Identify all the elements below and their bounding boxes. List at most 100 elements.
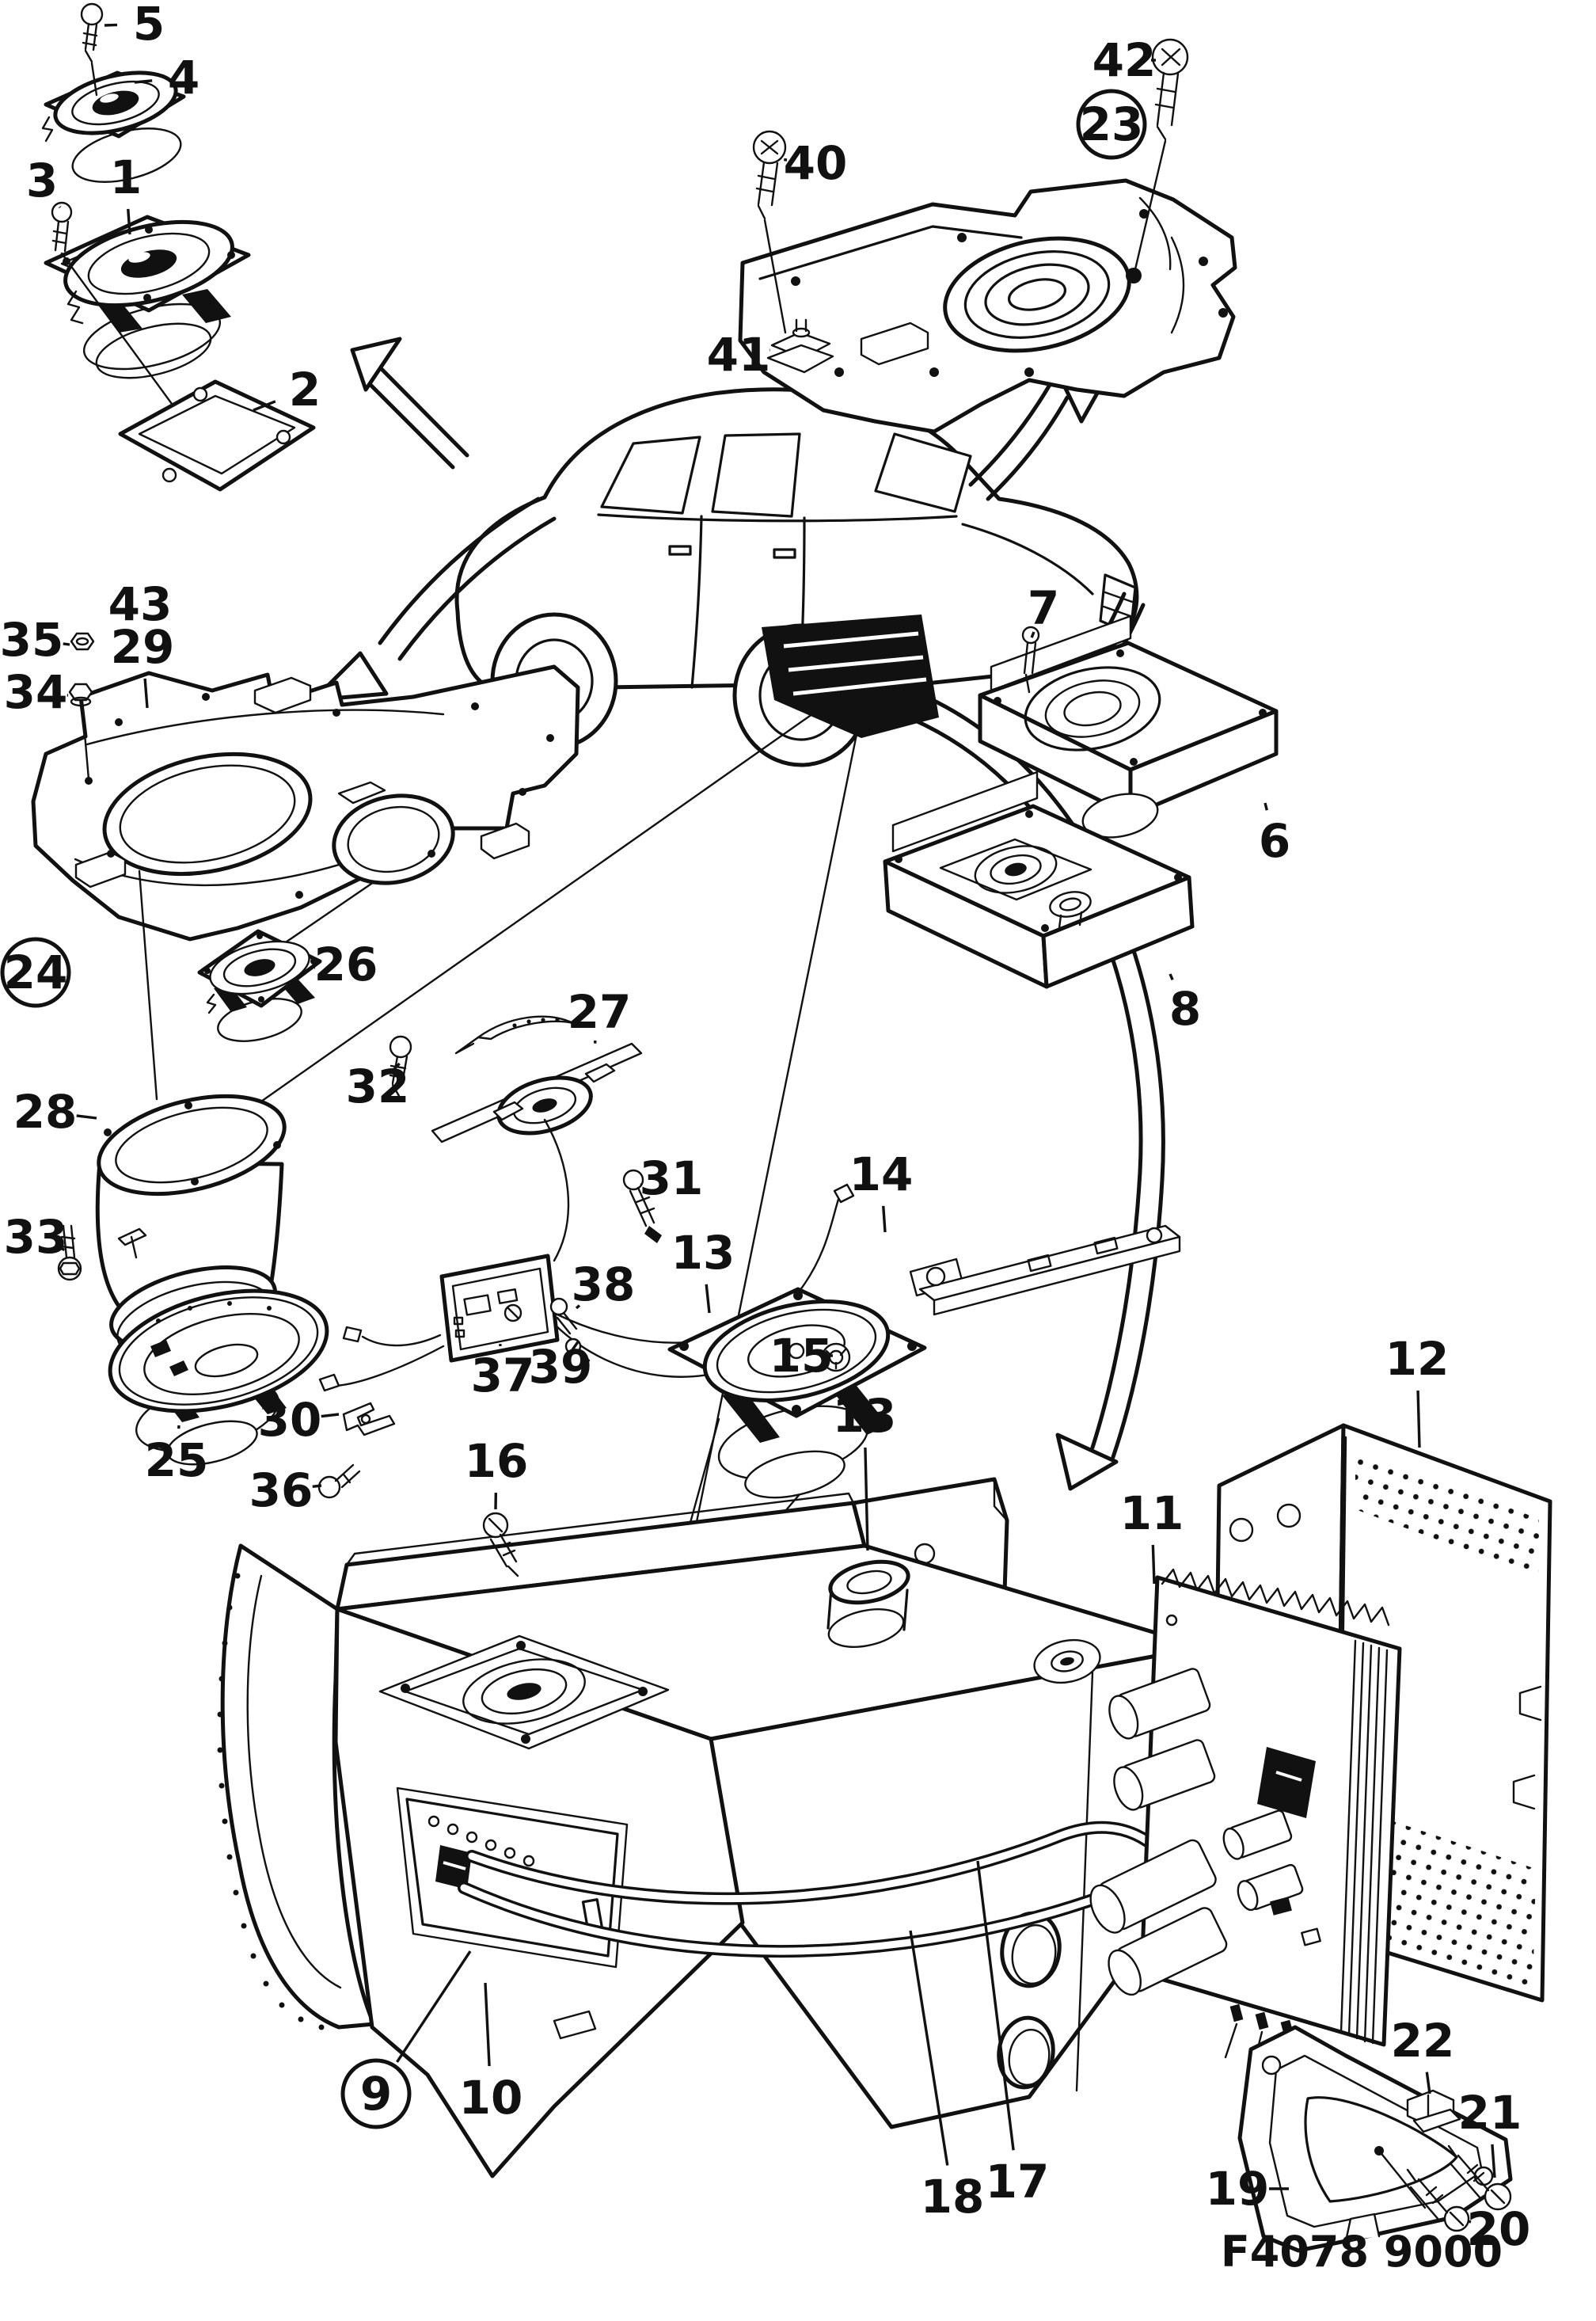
shelf-nut-34 bbox=[68, 683, 93, 781]
callout-label-5: 5 bbox=[133, 0, 165, 51]
shelf-nut-35 bbox=[70, 632, 95, 651]
callout-leader-30 bbox=[321, 1413, 340, 1418]
callout-leader-20 bbox=[1467, 2220, 1472, 2224]
callout-leader-18 bbox=[909, 1930, 949, 2166]
callout-label-14: 14 bbox=[849, 1147, 914, 1201]
gasket-2 bbox=[118, 379, 316, 492]
callout-label-33: 33 bbox=[4, 1210, 68, 1264]
callout-label-35: 35 bbox=[0, 613, 63, 667]
door-speaker-box-6 bbox=[978, 614, 1279, 839]
callout-label-22: 22 bbox=[1391, 2014, 1455, 2068]
screw-16 bbox=[482, 1512, 519, 1577]
speaker-13 bbox=[657, 1287, 927, 1639]
callout-label-20: 20 bbox=[1467, 2202, 1531, 2256]
screw-7 bbox=[1021, 626, 1040, 694]
callout-leader-9 bbox=[396, 1950, 472, 2063]
callout-leader-10 bbox=[484, 1982, 491, 2067]
callout-leader-6 bbox=[1264, 802, 1268, 811]
car-illustration bbox=[454, 387, 1139, 767]
callout-leader-38 bbox=[575, 1304, 581, 1310]
arrow-to-amplifier bbox=[910, 694, 1165, 1491]
parcel-shelf-panel bbox=[31, 664, 580, 942]
callout-label-41: 41 bbox=[707, 328, 771, 382]
door-handle bbox=[773, 548, 796, 559]
callout-leader-12 bbox=[1416, 1390, 1421, 1448]
callout-label-43: 43 bbox=[108, 577, 173, 631]
callout-leader-39 bbox=[570, 1340, 580, 1352]
callout-label-21: 21 bbox=[1458, 2086, 1522, 2140]
front-speaker-1 bbox=[44, 215, 251, 379]
deck-screw-40 bbox=[752, 130, 787, 334]
callout-label-13: 13 bbox=[671, 1226, 735, 1280]
arrow-to-front-speakers bbox=[350, 337, 469, 470]
callout-leader-22 bbox=[1425, 2072, 1431, 2095]
front-door-window bbox=[711, 432, 801, 518]
front-speaker-4 bbox=[41, 70, 186, 183]
callout-label-31: 31 bbox=[640, 1151, 704, 1205]
rear-door-window bbox=[600, 436, 701, 515]
screw-5 bbox=[80, 2, 104, 97]
callout-leader-28 bbox=[76, 1114, 97, 1120]
callout-circle-23 bbox=[1076, 89, 1147, 160]
callout-leader-7 bbox=[1030, 631, 1036, 638]
screw-33 bbox=[57, 1224, 82, 1281]
screw-32 bbox=[389, 1035, 412, 1098]
callout-leader-17 bbox=[976, 1860, 1015, 2151]
callout-label-3: 3 bbox=[26, 154, 58, 207]
door-speaker-box-8 bbox=[883, 770, 1195, 989]
callout-label-24: 24 bbox=[4, 946, 68, 999]
callout-leader-1 bbox=[127, 208, 131, 235]
nut-15 bbox=[821, 1342, 851, 1372]
washer-39 bbox=[564, 1337, 591, 1362]
screw-36 bbox=[317, 1463, 361, 1499]
callout-label-38: 38 bbox=[572, 1258, 636, 1311]
callout-label-26: 26 bbox=[314, 938, 378, 991]
bracket-30 bbox=[342, 1402, 396, 1436]
callout-label-13: 13 bbox=[833, 1389, 897, 1443]
screw-38 bbox=[549, 1297, 578, 1335]
callout-label-34: 34 bbox=[4, 665, 68, 719]
callout-label-2: 2 bbox=[289, 363, 321, 417]
screw-20 bbox=[1406, 2168, 1470, 2232]
callout-label-4: 4 bbox=[168, 51, 200, 105]
midrange-speaker-26 bbox=[197, 929, 322, 1042]
callout-leader-33 bbox=[59, 1246, 66, 1252]
callout-leader-35 bbox=[63, 642, 70, 646]
screw-21 bbox=[1447, 2144, 1512, 2211]
callout-label-19: 19 bbox=[1206, 2162, 1270, 2216]
clip-22 bbox=[1406, 2089, 1461, 2133]
callout-leader-4 bbox=[134, 79, 153, 84]
callout-leader-13 bbox=[705, 1284, 711, 1314]
callout-label-25: 25 bbox=[145, 1433, 209, 1487]
callout-label-18: 18 bbox=[921, 2170, 985, 2224]
callout-label-8: 8 bbox=[1169, 982, 1201, 1036]
callout-label-30: 30 bbox=[258, 1393, 322, 1447]
callout-circle-24 bbox=[0, 937, 71, 1008]
callout-leader-13 bbox=[864, 1447, 869, 1551]
oval-woofer-25 bbox=[108, 1288, 329, 1466]
callout-label-17: 17 bbox=[986, 2155, 1050, 2209]
callout-label-11: 11 bbox=[1120, 1486, 1184, 1540]
mesh-grille bbox=[477, 1015, 575, 1041]
perforation-band-top bbox=[1355, 1451, 1539, 1577]
callout-label-16: 16 bbox=[465, 1434, 529, 1488]
callout-label-32: 32 bbox=[346, 1060, 410, 1113]
amplifier-11 bbox=[1089, 1568, 1402, 2065]
callout-label-10: 10 bbox=[459, 2071, 523, 2125]
callout-label-23: 23 bbox=[1080, 97, 1144, 151]
callout-label-27: 27 bbox=[568, 985, 632, 1039]
callout-label-36: 36 bbox=[249, 1463, 314, 1517]
callout-label-37: 37 bbox=[471, 1349, 535, 1402]
callout-leader-14 bbox=[882, 1205, 887, 1233]
callout-leader-8 bbox=[1168, 973, 1174, 980]
deck-bracket bbox=[860, 322, 929, 366]
deck-grommet-41 bbox=[766, 318, 834, 374]
console-hole-lower bbox=[997, 2015, 1055, 2090]
crossover-37 bbox=[439, 1254, 560, 1363]
callout-label-9: 9 bbox=[360, 2067, 392, 2121]
deck-screw-42 bbox=[1134, 38, 1189, 271]
callout-label-15: 15 bbox=[770, 1329, 834, 1383]
callout-leader-11 bbox=[1151, 1544, 1156, 1585]
